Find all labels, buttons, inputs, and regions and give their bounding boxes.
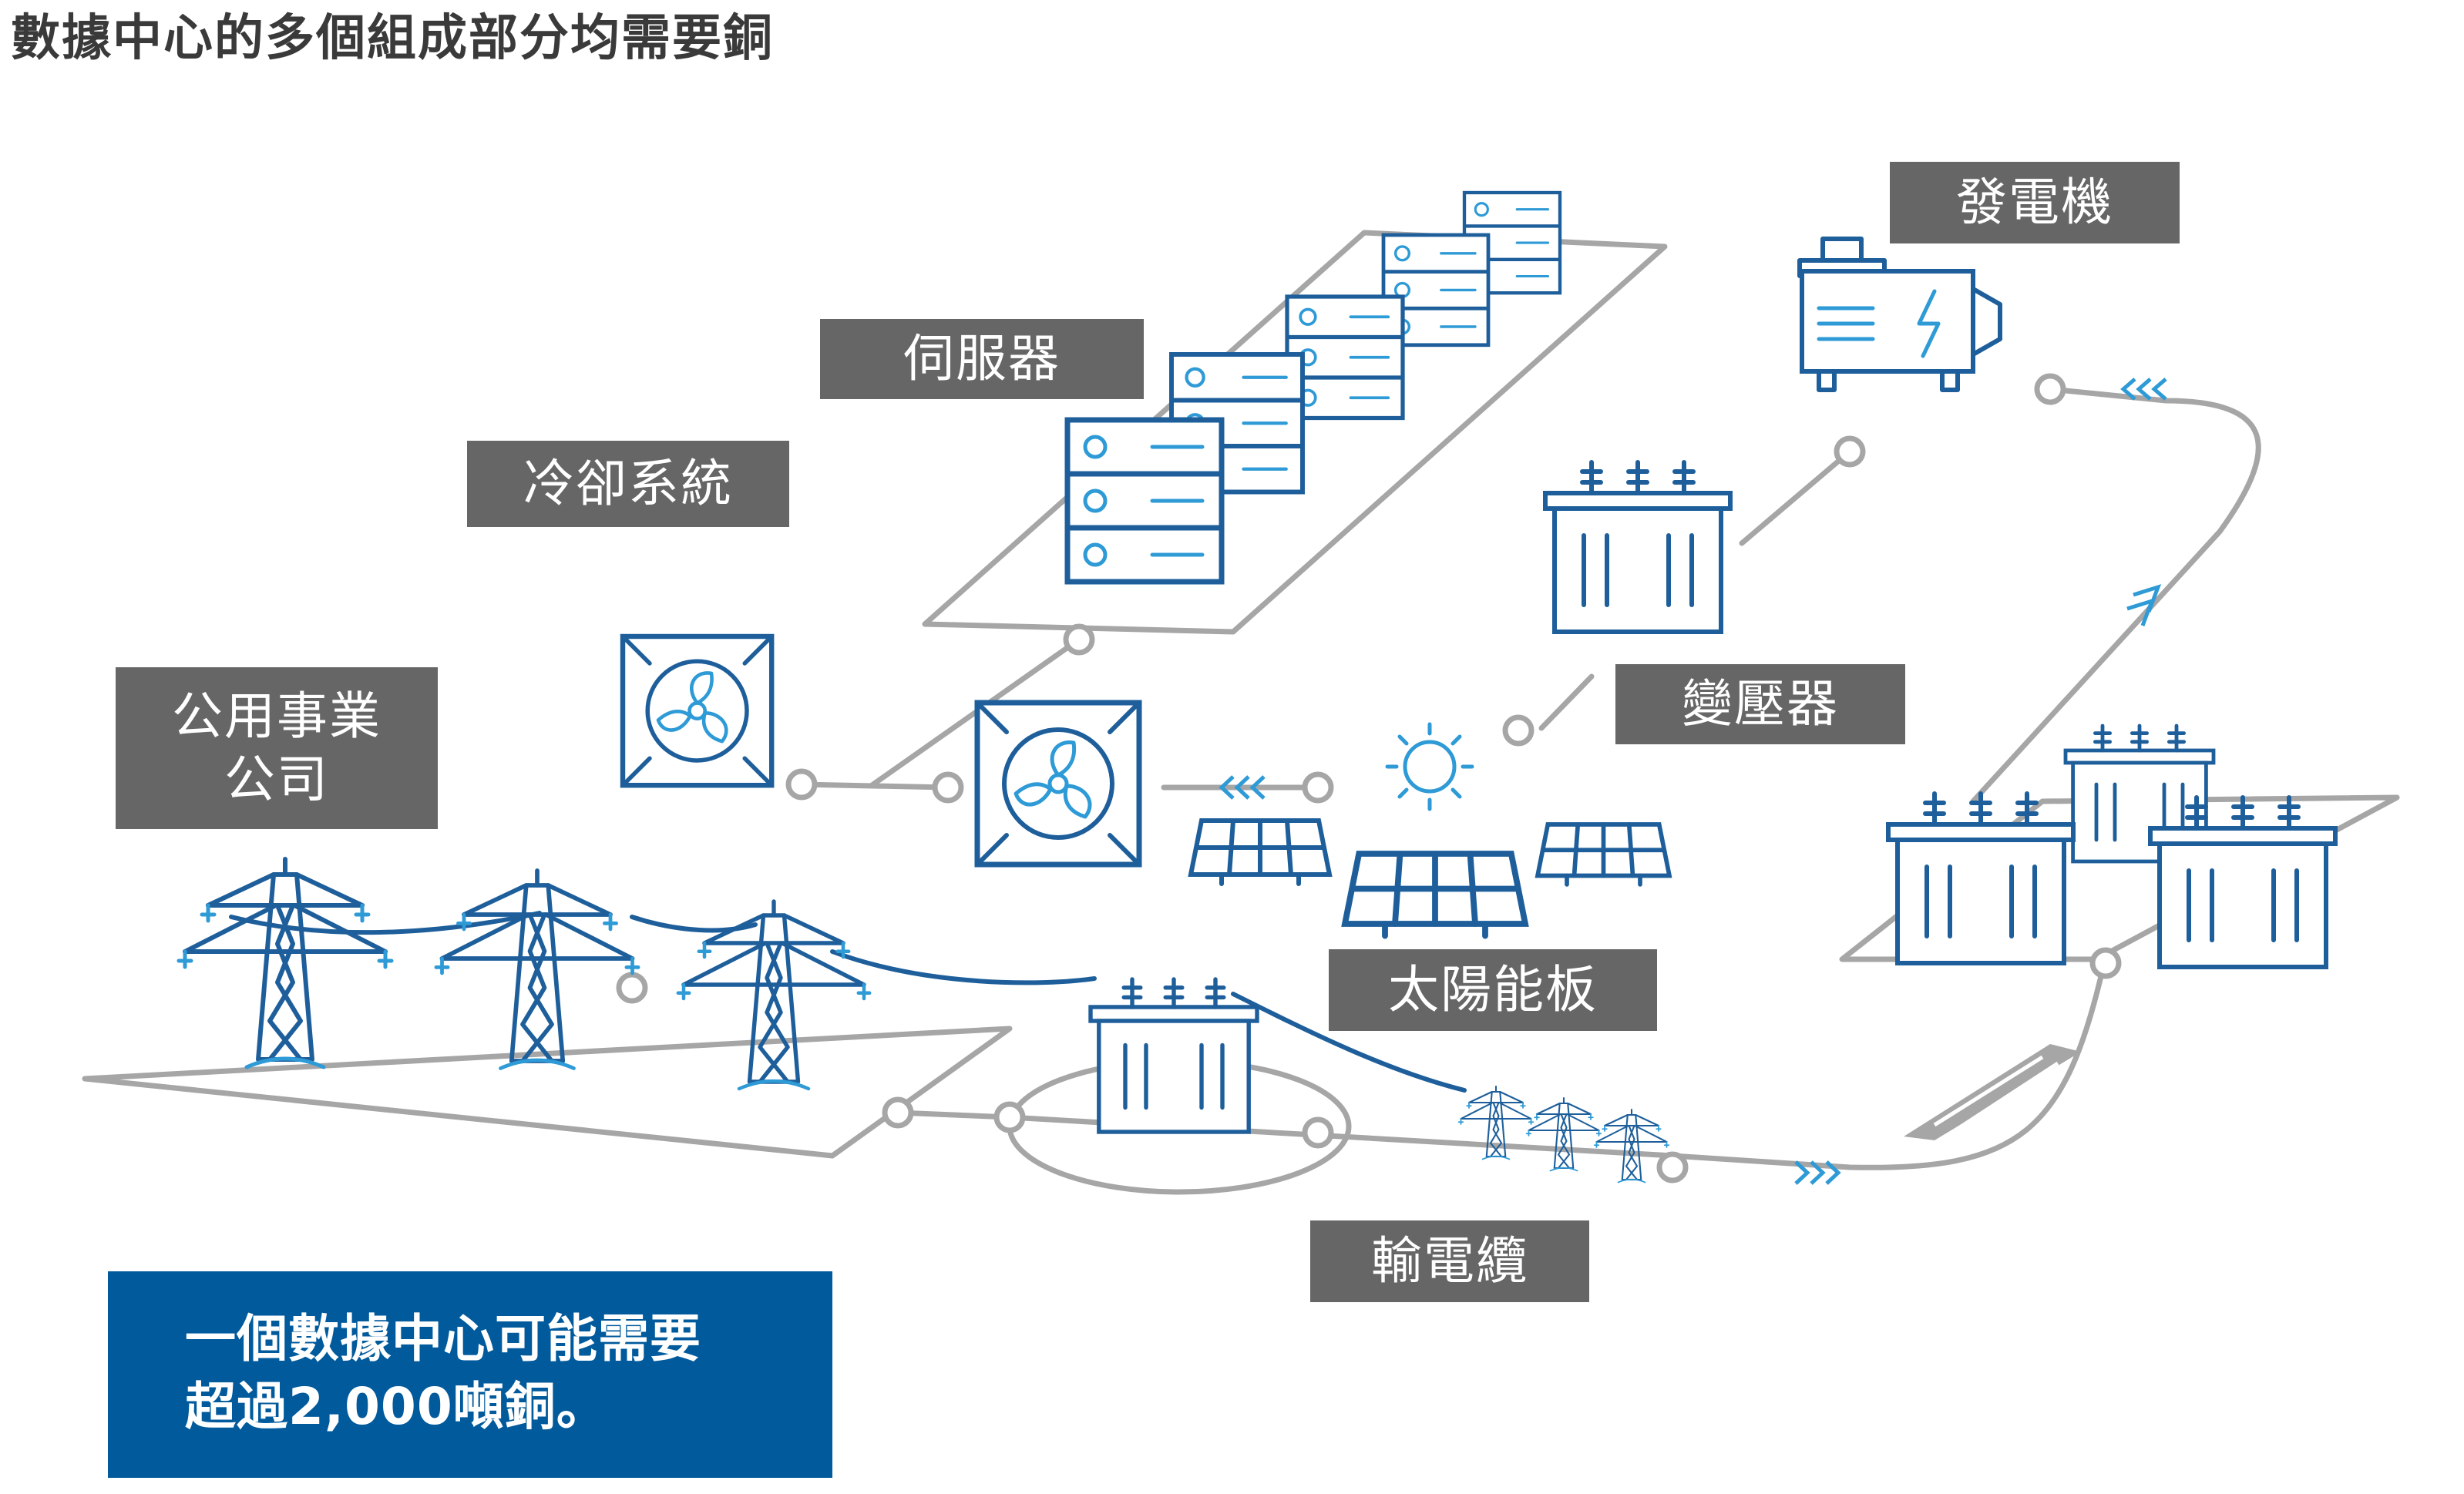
generator-label-text: 發電機 [1956, 172, 2113, 232]
copper-callout: 一個數據中心可能需要 超過2,000噸銅。 [108, 1271, 832, 1478]
transformer-label-text: 變壓器 [1682, 673, 1839, 734]
sun-icon [1385, 722, 1474, 811]
page-title: 數據中心的多個組成部分均需要銅 [11, 10, 774, 67]
cooling-label: 冷卻系統 [467, 441, 789, 527]
cable-label: 輸電纜 [1310, 1220, 1589, 1302]
small-tower-icon [1457, 1085, 1670, 1183]
callout-line2: 超過2,000噸銅。 [185, 1376, 608, 1436]
utility-label-line1: 公用事業 [172, 686, 382, 746]
transformer-label: 變壓器 [1615, 664, 1905, 744]
utility-label-line2: 公司 [224, 750, 329, 809]
solar-label-text: 太陽能板 [1388, 959, 1598, 1019]
generator-label: 發電機 [1890, 162, 2180, 243]
solar-panel-icon [1191, 821, 1669, 936]
transformer-icon [1091, 462, 2335, 1132]
callout-line1: 一個數據中心可能需要 [185, 1309, 701, 1368]
servers-label: 伺服器 [820, 319, 1144, 399]
cable-label-text: 輸電纜 [1371, 1230, 1528, 1291]
servers-label-text: 伺服器 [903, 328, 1061, 388]
cooling-fan-icon [623, 636, 1139, 865]
generator-icon [1797, 237, 2002, 392]
cooling-label-text: 冷卻系統 [523, 453, 733, 513]
utility-label: 公用事業 公司 [116, 667, 438, 829]
solar-label: 太陽能板 [1329, 949, 1657, 1031]
